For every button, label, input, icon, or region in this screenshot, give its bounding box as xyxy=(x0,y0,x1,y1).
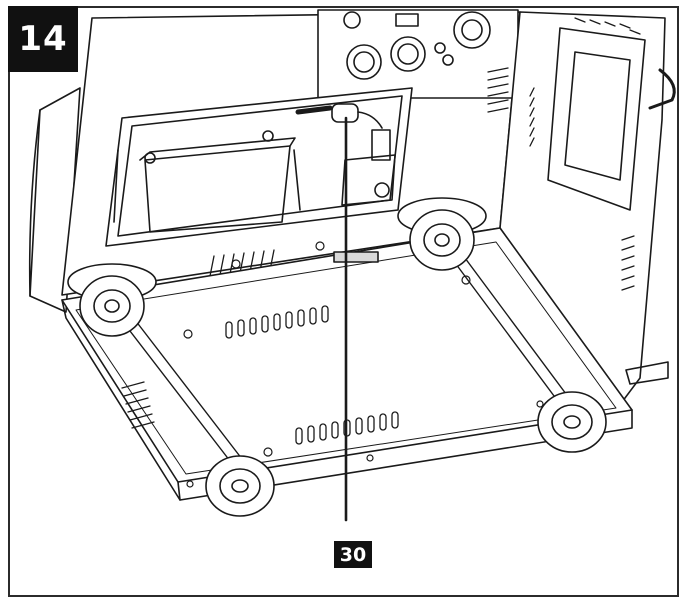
base-vents-top xyxy=(225,305,329,339)
socket-right xyxy=(390,36,426,72)
side-louvres-left xyxy=(529,87,535,147)
panel-switch xyxy=(434,42,446,54)
socket-left xyxy=(346,44,382,80)
panel-led xyxy=(442,54,454,66)
base-bracket xyxy=(333,251,379,263)
base-vents-left xyxy=(121,381,155,429)
base-screws xyxy=(183,241,544,488)
side-louvres-bottom xyxy=(621,235,635,291)
callout-label: 30 xyxy=(334,541,372,568)
socket-top-right xyxy=(453,11,491,49)
side-bracket xyxy=(625,361,669,385)
base-vents-bottom xyxy=(295,411,399,445)
wheel-front-left xyxy=(67,263,157,337)
side-louvres-top xyxy=(574,17,641,35)
right-side-panel xyxy=(499,11,676,403)
wheel-rear-left xyxy=(205,455,275,517)
panel-knob xyxy=(343,11,361,29)
front-louvres xyxy=(487,67,509,113)
battery-compartment xyxy=(105,87,413,247)
figure-number-label: 14 xyxy=(8,6,78,72)
base-rails xyxy=(119,253,573,475)
wheel-rear-right xyxy=(537,391,607,453)
wheel-front-right xyxy=(397,197,487,271)
panel-display xyxy=(395,13,419,27)
